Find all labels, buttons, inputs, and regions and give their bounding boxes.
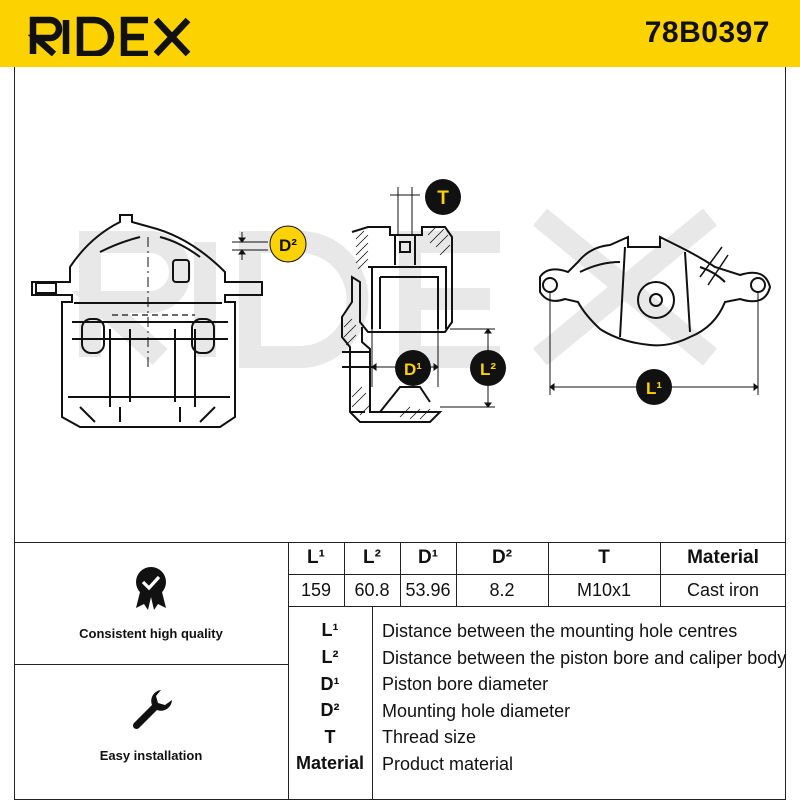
caliper-top-view — [539, 235, 772, 347]
spec-section: Consistent high quality Easy installatio… — [14, 542, 786, 800]
divider — [660, 542, 661, 606]
spec-header-d1: D¹ — [417, 547, 439, 568]
legend-key: D² — [320, 700, 340, 720]
legend-key: L¹ — [321, 620, 339, 640]
legend-description: Distance between the piston bore and cal… — [382, 648, 787, 668]
d1-l2-dimensions — [371, 328, 495, 408]
spec-value-d1: 53.96 — [405, 579, 451, 600]
legend-description: Product material — [382, 754, 514, 774]
divider — [14, 664, 288, 665]
feature-label: Consistent high quality — [79, 626, 223, 641]
divider — [456, 542, 457, 606]
header-bar: 78B0397 — [0, 0, 800, 67]
legend-key: Material — [295, 753, 365, 773]
legend-key: T — [324, 727, 336, 747]
legend-description: Piston bore diameter — [382, 674, 549, 694]
caliper-front-view — [31, 214, 263, 428]
wrench-icon — [132, 690, 172, 730]
spec-header-l2: L² — [363, 547, 381, 568]
callout-t: T — [425, 179, 461, 215]
feature-label: Easy installation — [99, 748, 203, 763]
callout-d2: D² — [269, 225, 307, 263]
divider — [372, 606, 373, 800]
divider — [288, 574, 786, 575]
spec-value-d2: 8.2 — [489, 579, 515, 600]
spec-value-l2: 60.8 — [354, 579, 390, 600]
divider — [14, 542, 15, 800]
spec-header-t: T — [598, 547, 610, 568]
part-number: 78B0397 — [644, 16, 770, 49]
spec-value-t: M10x1 — [576, 579, 632, 600]
svg-text:D¹: D¹ — [404, 360, 422, 379]
section-hatching — [343, 226, 451, 420]
legend-key: D¹ — [320, 674, 340, 694]
spec-header-l1: L¹ — [307, 547, 325, 568]
divider — [288, 542, 289, 800]
callout-l1: L¹ — [636, 369, 672, 405]
spec-value-material: Cast iron — [686, 579, 760, 600]
spec-header-material: Material — [687, 547, 759, 568]
divider — [548, 542, 549, 606]
callout-l2: L² — [470, 350, 506, 386]
d2-dimension — [232, 232, 268, 260]
quality-badge-icon — [136, 567, 166, 610]
ridex-watermark — [71, 208, 717, 368]
caliper-section-view — [341, 226, 453, 423]
spec-value-l1: 159 — [300, 579, 332, 600]
legend-description: Distance between the mounting hole centr… — [382, 621, 738, 641]
divider — [400, 542, 401, 606]
diagram-frame — [14, 67, 786, 542]
svg-text:L²: L² — [480, 360, 496, 379]
svg-text:L¹: L¹ — [646, 379, 662, 398]
caliper-technical-drawing: T D² D¹ L² L¹ — [31, 179, 772, 428]
legend-description: Thread size — [382, 727, 477, 747]
svg-text:D²: D² — [279, 236, 297, 255]
divider — [344, 542, 345, 606]
legend-description: Mounting hole diameter — [382, 701, 571, 721]
divider — [785, 542, 786, 800]
legend-key: L² — [321, 647, 339, 667]
svg-text:T: T — [437, 188, 449, 209]
t-dimension — [390, 187, 420, 235]
spec-header-d2: D² — [491, 547, 513, 568]
ridex-logo — [28, 16, 191, 56]
divider — [288, 606, 786, 607]
callout-d1: D¹ — [395, 350, 431, 386]
